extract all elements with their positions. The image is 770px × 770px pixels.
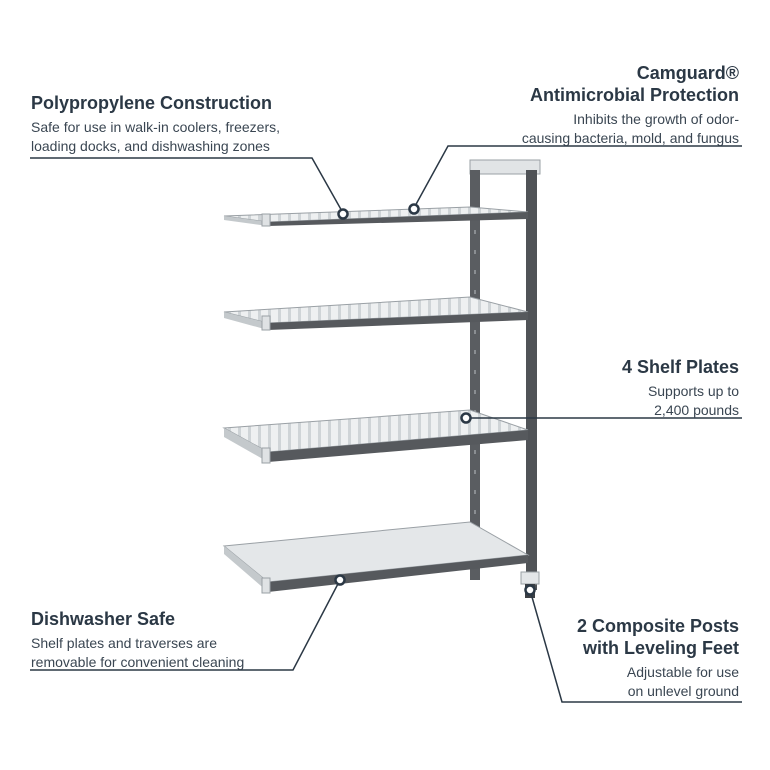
callout-title: Polypropylene Construction [31,93,273,113]
callout-title: 2 Composite Posts with Leveling Feet [576,616,739,658]
front-post [520,170,540,598]
callout-description: Safe for use in walk-in coolers, freezer… [31,119,280,154]
callout-composite-posts: 2 Composite Posts with Leveling Feet Adj… [577,615,739,701]
shelf-plate-4-solid [222,521,530,594]
callout-description: Shelf plates and traverses are removable… [31,635,245,670]
callout-polypropylene: Polypropylene Construction Safe for use … [31,92,280,156]
callout-camguard: Camguard® Antimicrobial Protection Inhib… [522,62,739,148]
shelf-plate-1 [223,206,529,227]
leader-lines [30,145,742,703]
callout-shelf-plates: 4 Shelf Plates Supports up to 2,400 poun… [622,356,739,420]
callout-markers [334,203,536,596]
callout-dishwasher-safe: Dishwasher Safe Shelf plates and travers… [31,608,244,672]
callout-description: Inhibits the growth of odor- causing bac… [521,111,739,146]
post-top-cap [469,159,541,175]
back-post [470,170,480,580]
callout-description: Adjustable for use on unlevel ground [626,664,739,699]
callout-title: Dishwasher Safe [31,609,176,629]
callout-description: Supports up to 2,400 pounds [647,383,739,418]
shelf-plate-2 [223,296,529,331]
callout-title: Camguard® Antimicrobial Protection [529,63,739,105]
callout-title: 4 Shelf Plates [621,357,739,377]
shelf-plate-3 [222,409,529,464]
